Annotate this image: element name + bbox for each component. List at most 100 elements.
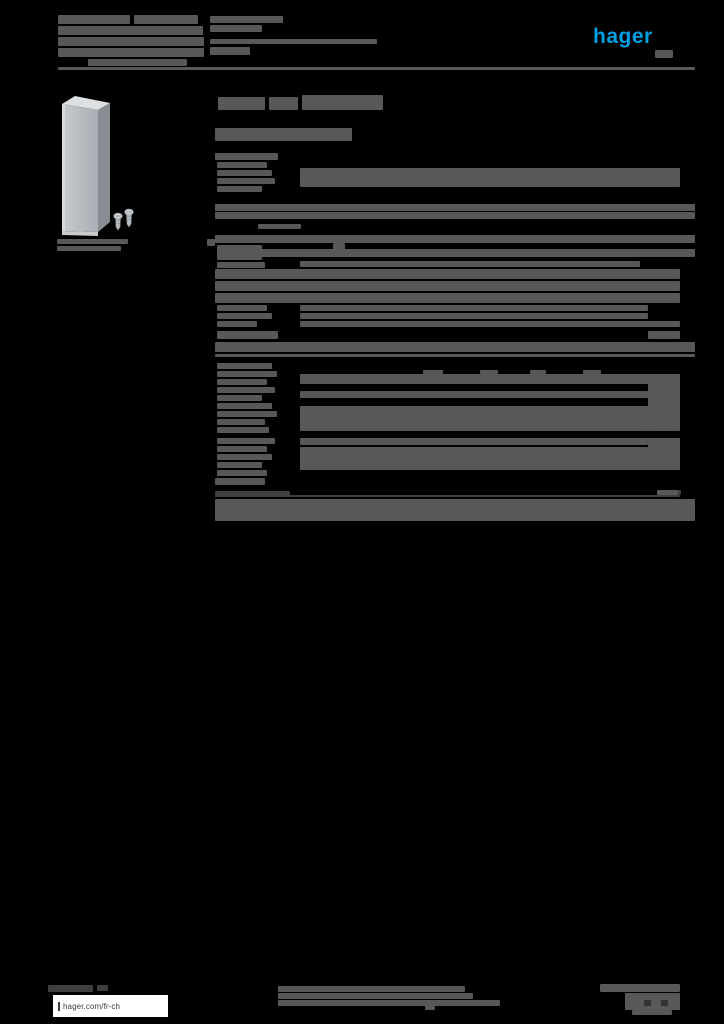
redacted-text-block xyxy=(300,391,648,398)
redacted-text-block xyxy=(97,985,108,991)
redacted-text-block xyxy=(215,269,680,279)
redacted-text-block xyxy=(215,342,695,352)
column-edge-highlight xyxy=(62,104,65,231)
redacted-text-block xyxy=(300,168,680,187)
column-base xyxy=(62,231,98,236)
redacted-text-block xyxy=(217,170,272,176)
redacted-text-block xyxy=(217,395,262,401)
redacted-text-block xyxy=(217,387,275,393)
column-top-face xyxy=(62,96,110,110)
redacted-text-block xyxy=(480,370,498,374)
redacted-text-block xyxy=(217,427,269,433)
redacted-text-block xyxy=(300,313,648,319)
column-front-face xyxy=(62,104,98,232)
redacted-text-block xyxy=(215,491,290,496)
redacted-text-block xyxy=(625,993,680,1010)
redacted-text-block xyxy=(300,447,648,470)
redacted-text-block xyxy=(425,1006,435,1010)
redacted-text-block xyxy=(134,15,198,24)
redacted-text-block xyxy=(217,321,257,327)
redacted-text-block xyxy=(530,370,546,374)
redacted-text-block xyxy=(648,374,680,431)
redacted-text-block xyxy=(255,249,695,257)
redacted-text-block xyxy=(258,224,301,229)
redacted-text-block xyxy=(215,478,265,485)
redacted-text-block xyxy=(300,321,680,327)
redacted-text-block xyxy=(210,16,283,23)
redacted-text-block xyxy=(600,984,680,992)
screw-icon xyxy=(124,208,134,228)
redacted-text-block xyxy=(215,235,695,243)
redacted-text-block xyxy=(217,446,267,452)
redacted-text-block xyxy=(300,438,648,445)
redacted-text-block xyxy=(278,1000,500,1006)
redacted-text-block xyxy=(300,406,648,431)
redacted-text-block xyxy=(648,438,680,470)
redacted-text-block xyxy=(57,239,128,244)
redacted-text-block xyxy=(215,281,680,291)
redacted-text-block xyxy=(215,499,695,521)
redacted-text-block xyxy=(88,59,187,66)
redacted-text-block xyxy=(207,239,215,246)
website-link-text[interactable]: hager.com/fr-ch xyxy=(63,1001,121,1011)
redacted-text-block xyxy=(644,1000,651,1006)
redacted-text-block xyxy=(57,246,121,251)
redacted-text-block xyxy=(583,370,601,374)
redacted-text-block xyxy=(58,15,130,24)
product-photo xyxy=(62,96,134,236)
redacted-text-block xyxy=(423,370,443,374)
redacted-text-block xyxy=(215,495,680,497)
redacted-text-block xyxy=(215,293,680,303)
link-prefix-mark xyxy=(58,1001,60,1011)
redacted-text-block xyxy=(217,186,262,192)
redacted-text-block xyxy=(210,39,377,44)
redacted-text-block xyxy=(217,470,267,476)
redacted-text-block xyxy=(58,67,695,70)
redacted-text-block xyxy=(217,162,267,168)
redacted-text-block xyxy=(278,986,465,992)
redacted-text-block xyxy=(217,305,267,311)
redacted-text-block xyxy=(215,204,695,211)
redacted-text-block xyxy=(648,331,680,339)
redacted-text-block xyxy=(215,354,695,357)
redacted-text-block xyxy=(217,262,265,268)
redacted-text-block xyxy=(217,454,272,460)
redacted-text-block xyxy=(632,1010,672,1015)
redacted-text-block xyxy=(210,25,262,32)
redacted-text-block xyxy=(58,48,204,57)
redacted-text-block xyxy=(678,490,681,495)
redacted-text-block xyxy=(269,97,298,110)
redacted-text-block xyxy=(217,438,275,444)
redacted-text-block xyxy=(657,490,678,495)
redacted-text-block xyxy=(300,305,648,311)
redacted-text-block xyxy=(302,95,383,110)
redacted-text-block xyxy=(278,993,473,999)
redacted-text-block xyxy=(58,37,204,46)
redacted-text-block xyxy=(58,26,203,35)
redacted-text-block xyxy=(217,245,262,260)
redacted-text-block xyxy=(655,50,673,58)
redacted-text-block xyxy=(217,363,272,369)
redacted-text-block xyxy=(217,379,267,385)
redacted-text-block xyxy=(300,374,648,384)
redacted-text-block xyxy=(215,128,352,141)
column-side-face xyxy=(98,103,110,232)
website-link-box[interactable]: hager.com/fr-ch xyxy=(53,995,168,1017)
redacted-text-block xyxy=(215,153,278,160)
redacted-text-block xyxy=(217,178,275,184)
redacted-text-block xyxy=(217,411,277,417)
redacted-text-block xyxy=(217,419,265,425)
screw-icon xyxy=(113,212,123,231)
redacted-text-block xyxy=(217,313,272,319)
hager-logo: hager xyxy=(593,25,653,48)
redacted-text-block xyxy=(300,261,640,267)
redacted-text-block xyxy=(210,47,250,55)
redacted-text-block xyxy=(215,212,695,219)
redacted-text-block xyxy=(217,462,262,468)
redacted-text-block xyxy=(217,371,277,377)
redacted-text-block xyxy=(217,331,278,339)
redacted-text-block xyxy=(217,403,272,409)
redacted-text-block xyxy=(218,97,265,110)
redacted-text-block xyxy=(661,1000,668,1006)
